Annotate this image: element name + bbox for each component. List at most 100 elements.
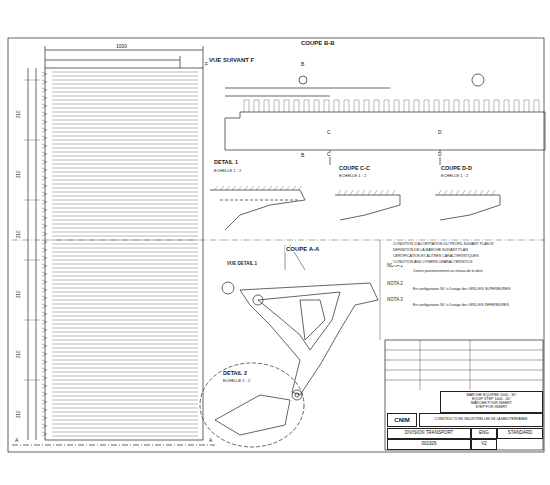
repeat-stroke [52,176,198,177]
repeat-stroke [52,188,198,189]
repeat-stroke [52,136,198,137]
repeat-stroke [42,242,47,244]
repeat-stroke [52,208,198,209]
repeat-stroke [42,408,47,410]
repeat-stroke [42,146,47,148]
repeat-stroke [42,426,47,428]
cleat-tooth [434,100,439,112]
repeat-stroke [42,410,47,412]
repeat-stroke [52,144,198,145]
repeat-stroke [368,190,371,195]
coupe-dd-profile [435,195,500,220]
repeat-stroke [42,368,47,370]
repeat-stroke [52,264,198,265]
repeat-stroke [42,384,47,386]
title-block-cell: 001926 [387,439,471,450]
dimension-text: 210 [17,229,22,239]
repeat-stroke [52,288,198,289]
drawing-label: DETAIL 1 [213,160,239,166]
repeat-stroke [24,320,40,321]
repeat-stroke [52,92,198,93]
repeat-stroke [52,236,198,237]
cleat-tooth [514,100,519,112]
repeat-stroke [42,370,47,372]
repeat-stroke [52,248,198,249]
repeat-stroke [42,216,47,218]
repeat-stroke [52,216,198,217]
repeat-stroke [52,220,198,221]
repeat-stroke [42,154,47,156]
repeat-stroke [52,132,198,133]
repeat-stroke [42,280,47,282]
repeat-stroke [374,190,377,195]
repeat-stroke [392,190,395,195]
repeat-stroke [24,380,40,381]
cleat-tooth [284,100,289,112]
cleat-tooth [524,100,529,112]
repeat-stroke [42,378,47,380]
repeat-stroke [52,232,198,233]
repeat-stroke [52,336,198,337]
repeat-stroke [474,190,477,195]
repeat-stroke [350,190,353,195]
repeat-stroke [52,164,198,165]
repeat-stroke [52,160,198,161]
repeat-stroke [42,90,47,92]
repeat-stroke [42,296,47,298]
repeat-stroke [214,186,218,190]
repeat-stroke [52,148,198,149]
repeat-stroke [52,400,198,401]
detail-2-bubble [200,363,304,447]
cleat-tooth [494,100,499,112]
repeat-stroke [42,336,47,338]
repeat-stroke [42,106,47,108]
repeat-stroke [42,328,47,330]
repeat-stroke [42,122,47,124]
repeat-stroke [52,224,198,225]
cleat-tooth [444,100,449,112]
repeat-stroke [226,186,230,190]
drawing-label: ECHELLE 1 : 2 [338,174,367,178]
repeat-stroke [42,322,47,324]
repeat-stroke [42,344,47,346]
drawing-label: ECHELLE 1 : 2 [213,169,242,173]
repeat-stroke [42,136,47,138]
drawing-label: B [300,62,305,67]
repeat-stroke [52,416,198,417]
repeat-stroke [52,184,198,185]
repeat-stroke [42,256,47,258]
repeat-stroke [42,394,47,396]
repeat-stroke [52,128,198,129]
drawing-label: VUE DETAIL 1 [226,262,258,267]
drawing-label: COUPE D-D [440,166,473,172]
repeat-stroke [42,392,47,394]
repeat-stroke [42,98,47,100]
repeat-stroke [250,186,254,190]
drawing-label: D [437,130,443,135]
drawing-label: C [326,130,332,135]
repeat-stroke [42,168,47,170]
step-tread-view [45,68,203,440]
repeat-stroke [52,244,198,245]
repeat-stroke [52,104,198,105]
repeat-stroke [438,190,441,195]
repeat-stroke [52,428,198,429]
title-block-cell: MARCHE EQUIPEE 1000 - 30°EQUIP STEP 1000… [440,391,543,413]
repeat-stroke [444,190,447,195]
repeat-stroke [42,432,47,434]
repeat-stroke [52,424,198,425]
repeat-stroke [42,144,47,146]
repeat-stroke [24,200,40,201]
repeat-stroke [52,152,198,153]
repeat-stroke [52,204,198,205]
cleat-tooth [264,100,269,112]
repeat-stroke [52,108,198,109]
title-block-cell: DIVISION TRANSPORT [387,428,471,439]
repeat-stroke [42,176,47,178]
cleat-tooth [534,100,539,112]
cleat-tooth [274,100,279,112]
repeat-stroke [24,140,40,141]
repeat-stroke [52,296,198,297]
repeat-stroke [52,396,198,397]
